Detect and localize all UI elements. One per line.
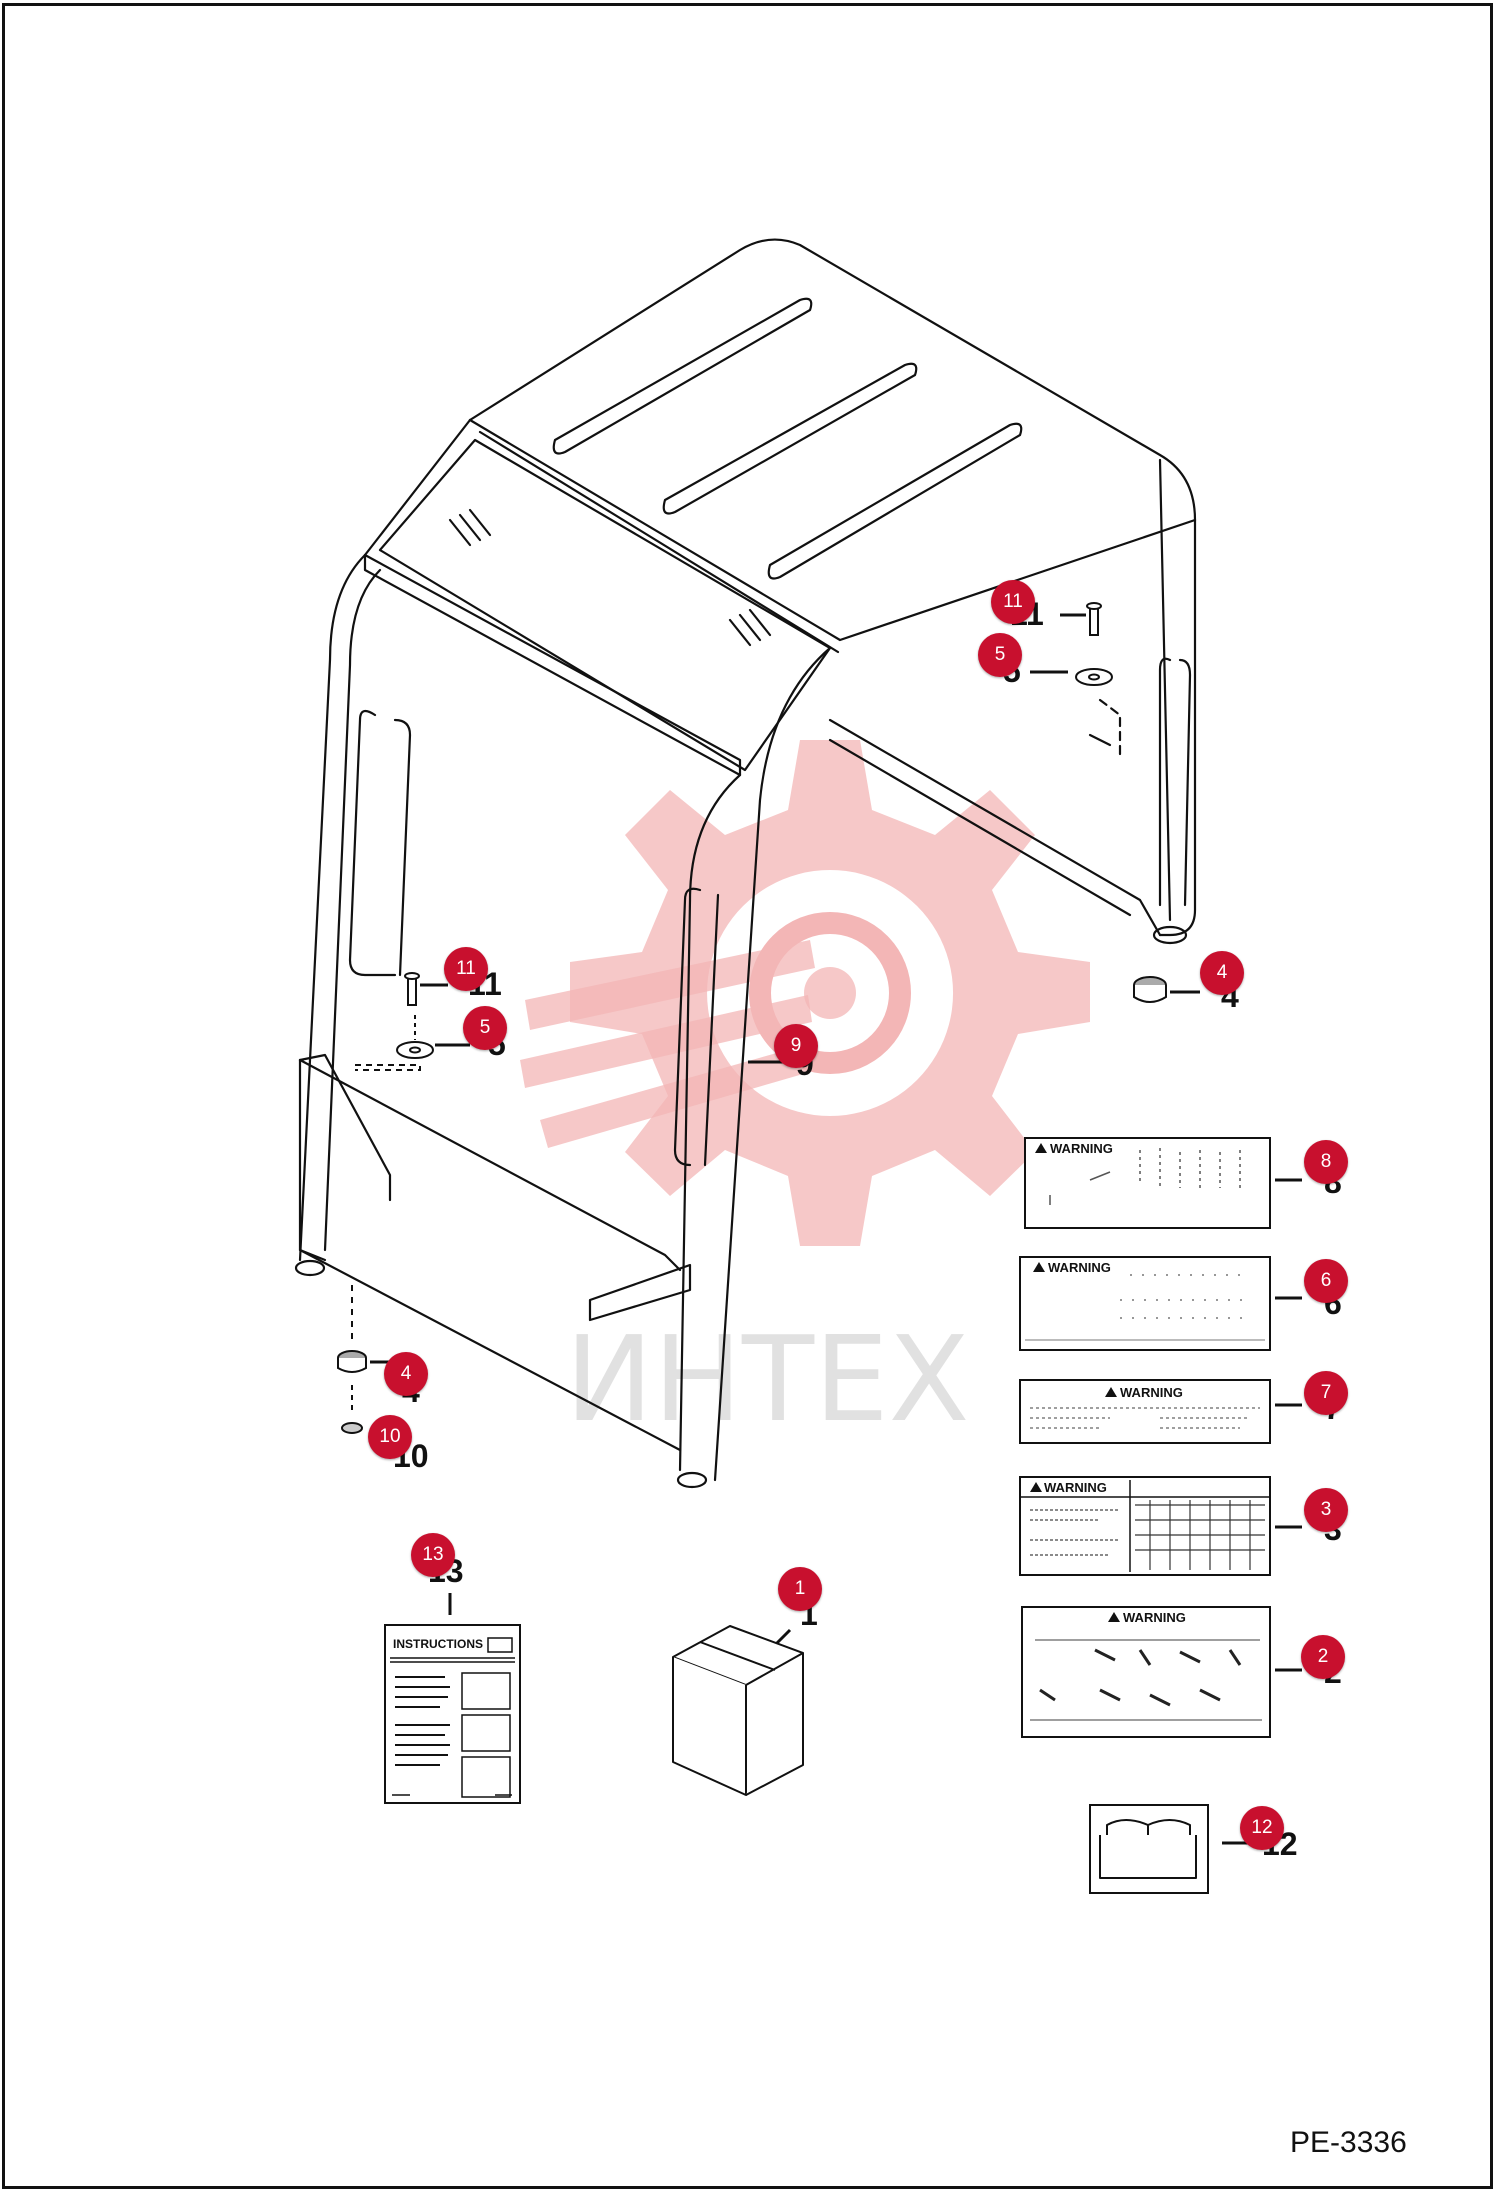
callout-2[interactable]: 2 [1301, 1635, 1345, 1679]
canopy-frame [294, 238, 1197, 1489]
decal-7-warning: WARNING [1120, 1385, 1183, 1400]
decal-3-warning: WARNING [1044, 1480, 1107, 1495]
callout-13[interactable]: 13 [411, 1533, 455, 1577]
callout-3[interactable]: 3 [1304, 1488, 1348, 1532]
warning-triangle-icon [1035, 1143, 1047, 1153]
instructions-label: INSTRUCTIONS [393, 1637, 483, 1651]
decal-3: WARNING [1019, 1476, 1271, 1576]
callout-8[interactable]: 8 [1304, 1140, 1348, 1184]
callout-1[interactable]: 1 [778, 1567, 822, 1611]
watermark-text: ИНТЕХ [565, 1310, 969, 1448]
decal-6-warning: WARNING [1048, 1260, 1111, 1275]
callout-11[interactable]: 11 [444, 947, 488, 991]
drawing-frame [2, 3, 1493, 2189]
parts-box [672, 1625, 804, 1796]
callout-10[interactable]: 10 [368, 1415, 412, 1459]
callout-11[interactable]: 11 [991, 580, 1035, 624]
callout-4[interactable]: 4 [384, 1352, 428, 1396]
instructions-sheet: INSTRUCTIONS [384, 1624, 521, 1804]
callout-6[interactable]: 6 [1304, 1259, 1348, 1303]
drawing-code: PE-3336 [1290, 2126, 1407, 2159]
decal-8-warning: WARNING [1050, 1141, 1113, 1156]
decal-6: WARNING [1019, 1256, 1271, 1351]
callout-12[interactable]: 12 [1240, 1806, 1284, 1850]
callout-5[interactable]: 5 [463, 1006, 507, 1050]
hardware-drawing [337, 602, 1167, 1434]
decal-7: WARNING [1019, 1379, 1271, 1444]
decal-2-warning: WARNING [1123, 1610, 1186, 1625]
open-book-icon [1099, 1819, 1197, 1879]
decal-8: WARNING [1024, 1137, 1271, 1229]
callout-5[interactable]: 5 [978, 633, 1022, 677]
red-gear-watermark-icon [520, 740, 1090, 1246]
decal-2: WARNING [1021, 1606, 1271, 1738]
callout-4[interactable]: 4 [1200, 951, 1244, 995]
manual [1089, 1804, 1209, 1894]
callout-9[interactable]: 9 [774, 1024, 818, 1068]
callout-7[interactable]: 7 [1304, 1371, 1348, 1415]
